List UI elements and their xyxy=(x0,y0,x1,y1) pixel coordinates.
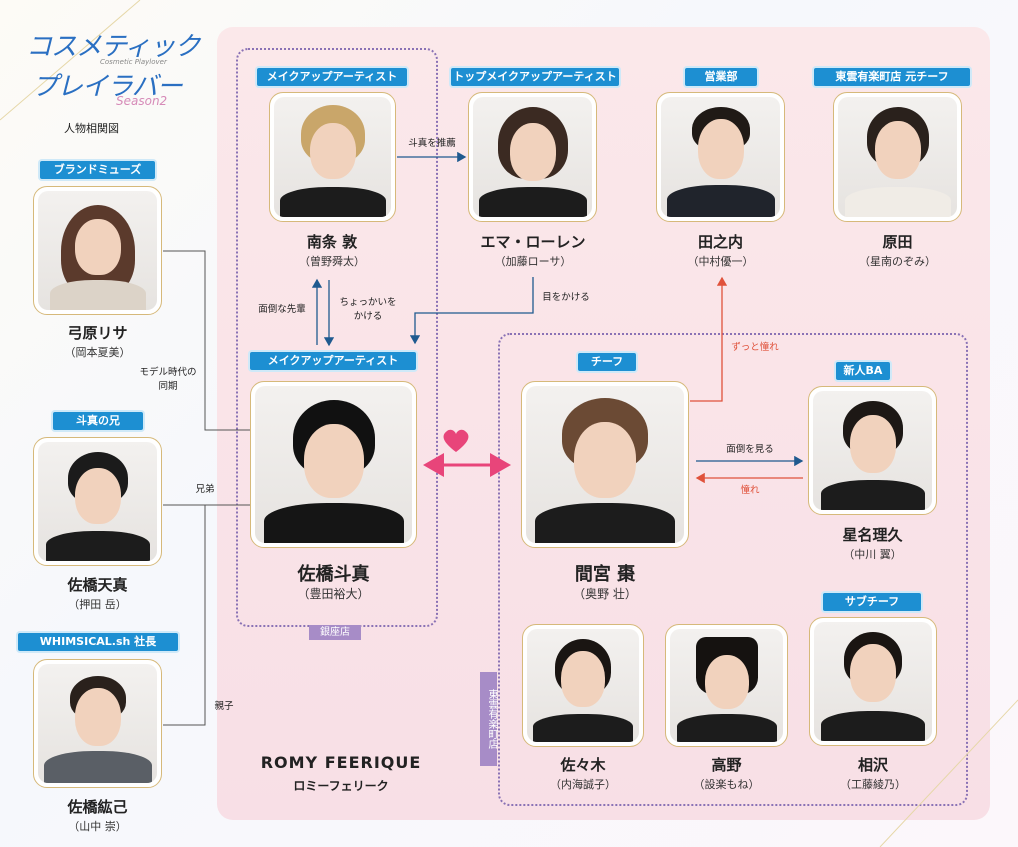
actor-takano: （設楽もね） xyxy=(693,778,760,791)
actor-toma: （豊田裕大） xyxy=(297,587,370,601)
portrait-nanjo xyxy=(269,92,396,222)
actor-hoshina: （中川 翼） xyxy=(843,548,902,561)
name-harada: 原田 xyxy=(882,233,913,251)
higashi-store-group xyxy=(498,333,968,806)
name-sasaki: 佐々木 xyxy=(560,756,606,774)
higashi-store-tag: 東雲有楽町店 xyxy=(480,672,497,766)
logo: コスメティック Cosmetic Playlover プレイラバー Season… xyxy=(22,26,200,136)
relation-chokkai-line2: かける xyxy=(353,311,383,322)
role-badge-yumihara: ブランドミューズ xyxy=(40,161,155,179)
relation-mendou-miru: 面倒を見る xyxy=(726,444,774,455)
portrait-toma xyxy=(250,381,417,548)
ginza-store-tag: 銀座店 xyxy=(309,625,361,640)
actor-nanjo: （曽野舜太） xyxy=(299,255,365,268)
relation-chokkai: ちょっかいを かける xyxy=(333,296,403,324)
portrait-mamiya xyxy=(521,381,689,548)
actor-tenma: （押田 岳） xyxy=(68,598,127,611)
relation-model-line1: モデル時代の xyxy=(139,367,197,378)
logo-english: Cosmetic Playlover xyxy=(100,58,167,66)
relation-mendou-senpai: 面倒な先輩 xyxy=(258,304,306,315)
logo-season: Season2 xyxy=(116,94,168,108)
relation-oyako: 親子 xyxy=(214,701,234,712)
relation-zutto-akogare: ずっと憧れ xyxy=(731,342,779,353)
portrait-koji xyxy=(33,659,162,788)
logo-title-line1: コスメティック xyxy=(26,32,200,62)
relation-model-doki: モデル時代の 同期 xyxy=(133,366,203,394)
actor-mamiya: （奥野 壮） xyxy=(573,587,637,601)
actor-sasaki: （内海誠子） xyxy=(550,778,616,791)
role-badge-toma: メイクアップアーティスト xyxy=(250,352,416,370)
role-badge-tenma: 斗真の兄 xyxy=(53,412,143,430)
actor-aizawa: （工藤綾乃） xyxy=(840,778,906,791)
name-takano: 高野 xyxy=(711,756,742,774)
portrait-emma xyxy=(468,92,597,222)
relation-recommend: 斗真を推薦 xyxy=(408,138,456,149)
portrait-tenma xyxy=(33,437,162,566)
portrait-tanouchi xyxy=(656,92,785,222)
name-emma: エマ・ローレン xyxy=(480,233,586,251)
name-aizawa: 相沢 xyxy=(857,756,888,774)
portrait-sasaki xyxy=(522,624,644,747)
role-badge-koji: WHIMSICAL.sh 社長 xyxy=(18,633,178,651)
store-name-ja: ロミーフェリーク xyxy=(293,779,389,793)
role-badge-mamiya: チーフ xyxy=(578,353,636,371)
role-badge-hoshina: 新人BA xyxy=(836,362,890,380)
role-badge-tanouchi: 営業部 xyxy=(685,68,757,86)
actor-emma: （加藤ローサ） xyxy=(494,255,572,268)
portrait-harada xyxy=(833,92,962,222)
actor-koji: （山中 崇） xyxy=(68,820,127,833)
logo-subtitle: 人物相関図 xyxy=(64,122,119,135)
relation-model-line2: 同期 xyxy=(158,381,178,392)
name-hoshina: 星名理久 xyxy=(842,526,903,544)
actor-harada: （星南のぞみ） xyxy=(859,255,936,268)
portrait-yumihara xyxy=(33,186,162,315)
actor-tanouchi: （中村優一） xyxy=(687,255,754,268)
role-badge-emma: トップメイクアップアーティスト xyxy=(451,68,619,86)
relation-akogare: 憧れ xyxy=(740,485,760,496)
store-name-en: ROMY FEERIQUE xyxy=(260,753,422,772)
portrait-aizawa xyxy=(809,617,937,746)
name-tanouchi: 田之内 xyxy=(697,233,743,251)
name-tenma: 佐橋天真 xyxy=(67,576,128,594)
relation-chokkai-line1: ちょっかいを xyxy=(339,297,397,308)
role-badge-aizawa: サブチーフ xyxy=(823,593,921,611)
name-toma: 佐橋斗真 xyxy=(297,564,370,585)
name-yumihara: 弓原リサ xyxy=(67,324,128,342)
logo-title-line2: プレイラバー xyxy=(32,72,183,102)
name-koji: 佐橋紘己 xyxy=(67,798,128,816)
name-nanjo: 南条 敦 xyxy=(306,233,358,251)
name-mamiya: 間宮 棗 xyxy=(574,564,636,585)
role-badge-harada: 東雲有楽町店 元チーフ xyxy=(814,68,970,86)
actor-yumihara: （岡本夏美） xyxy=(64,346,131,359)
relation-me-wo-kakeru: 目をかける xyxy=(542,292,590,303)
portrait-takano xyxy=(665,624,788,747)
relation-kyoudai: 兄弟 xyxy=(195,484,215,495)
role-badge-nanjo: メイクアップアーティスト xyxy=(257,68,407,86)
portrait-hoshina xyxy=(808,386,937,515)
